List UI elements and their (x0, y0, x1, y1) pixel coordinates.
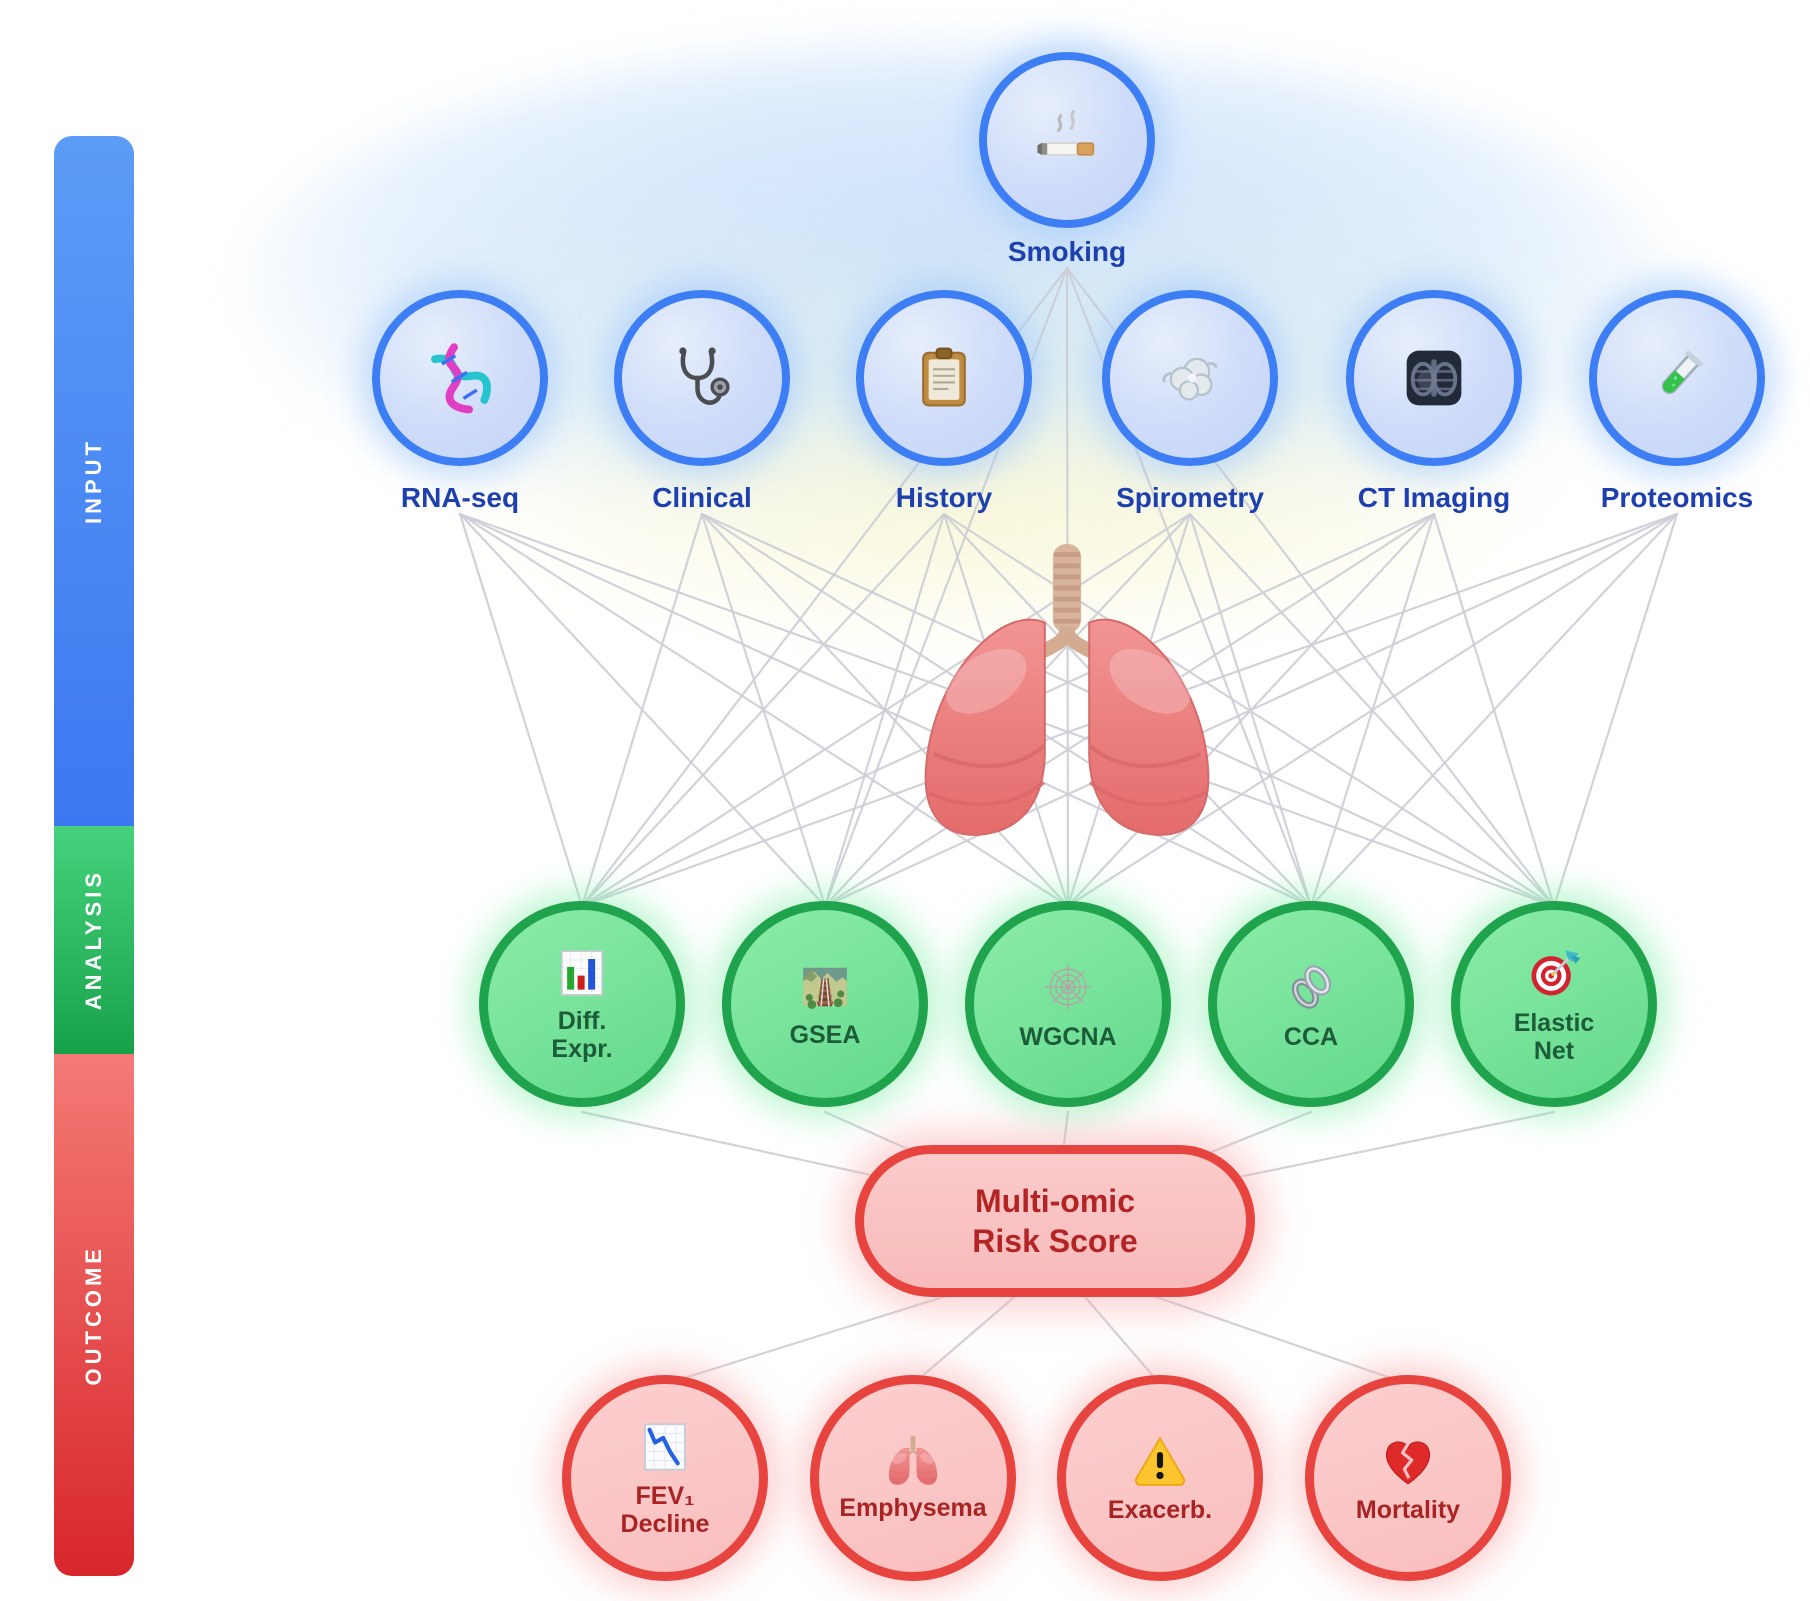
input-node-ct-imaging (1346, 290, 1522, 466)
outcome-node-mortality: Mortality (1305, 1375, 1511, 1581)
exposure-node-smoking (979, 52, 1155, 228)
stage-sidebar: INPUT ANALYSIS OUTCOME (54, 136, 134, 1576)
outcome-label-emphysema: Emphysema (839, 1493, 987, 1522)
risk-score-box: Multi-omic Risk Score (855, 1145, 1255, 1297)
broken-heart-icon (1379, 1432, 1437, 1490)
bar-chart-icon (554, 945, 610, 1001)
cigarette-icon (1029, 102, 1105, 178)
spider-web-icon (1038, 957, 1098, 1017)
analysis-label-cca: CCA (1283, 1023, 1339, 1051)
input-node-history (856, 290, 1032, 466)
input-node-clinical (614, 290, 790, 466)
stethoscope-icon (666, 342, 738, 414)
input-node-proteomics (1589, 290, 1765, 466)
risk-score-line2: Risk Score (972, 1223, 1138, 1259)
lungs-icon (885, 542, 1249, 855)
analysis-node-gsea: GSEA (722, 901, 928, 1107)
analysis-label-gsea: GSEA (789, 1021, 861, 1049)
analysis-label-wgcna: WGCNA (1019, 1023, 1117, 1051)
input-node-spirometry (1102, 290, 1278, 466)
outcome-node-emphysema: Emphysema (810, 1375, 1016, 1581)
exposure-label: Smoking (1007, 236, 1127, 267)
warning-icon (1131, 1432, 1189, 1490)
input-label-ct-imaging: CT Imaging (1357, 482, 1511, 513)
input-label-proteomics: Proteomics (1600, 482, 1754, 513)
wind-icon (1154, 342, 1226, 414)
sidebar-label-analysis: ANALYSIS (81, 869, 106, 1011)
clipboard-icon (909, 343, 979, 413)
input-label-spirometry: Spirometry (1116, 482, 1264, 513)
risk-score-line1: Multi-omic (975, 1183, 1135, 1219)
sidebar-segment-input: INPUT (54, 136, 134, 826)
ct-scan-icon (1399, 343, 1469, 413)
railway-track-icon (797, 959, 853, 1015)
input-label-rna-seq: RNA-seq (400, 482, 520, 513)
outcome-label-exacerbations: Exacerb. (1107, 1496, 1213, 1524)
sidebar-segment-outcome: OUTCOME (54, 1054, 134, 1576)
chain-links-icon (1281, 957, 1341, 1017)
analysis-node-diff-expr: Diff.Expr. (479, 901, 685, 1107)
sidebar-segment-analysis: ANALYSIS (54, 826, 134, 1054)
analysis-node-cca: CCA (1208, 901, 1414, 1107)
sidebar-label-outcome: OUTCOME (81, 1244, 106, 1386)
lungs-small-icon (882, 1435, 944, 1488)
analysis-label-diff-expr: Diff.Expr. (551, 1007, 613, 1063)
outcome-label-mortality: Mortality (1355, 1496, 1461, 1524)
dartboard-icon (1524, 943, 1584, 1003)
dna-icon (424, 342, 496, 414)
sidebar-label-input: INPUT (81, 438, 106, 524)
chart-decreasing-icon (636, 1418, 694, 1476)
input-label-history: History (895, 482, 993, 513)
test-tube-icon (1642, 343, 1712, 413)
analysis-node-wgcna: WGCNA (965, 901, 1171, 1107)
input-label-clinical: Clinical (652, 482, 752, 513)
input-node-rna-seq (372, 290, 548, 466)
outcome-node-exacerbations: Exacerb. (1057, 1375, 1263, 1581)
